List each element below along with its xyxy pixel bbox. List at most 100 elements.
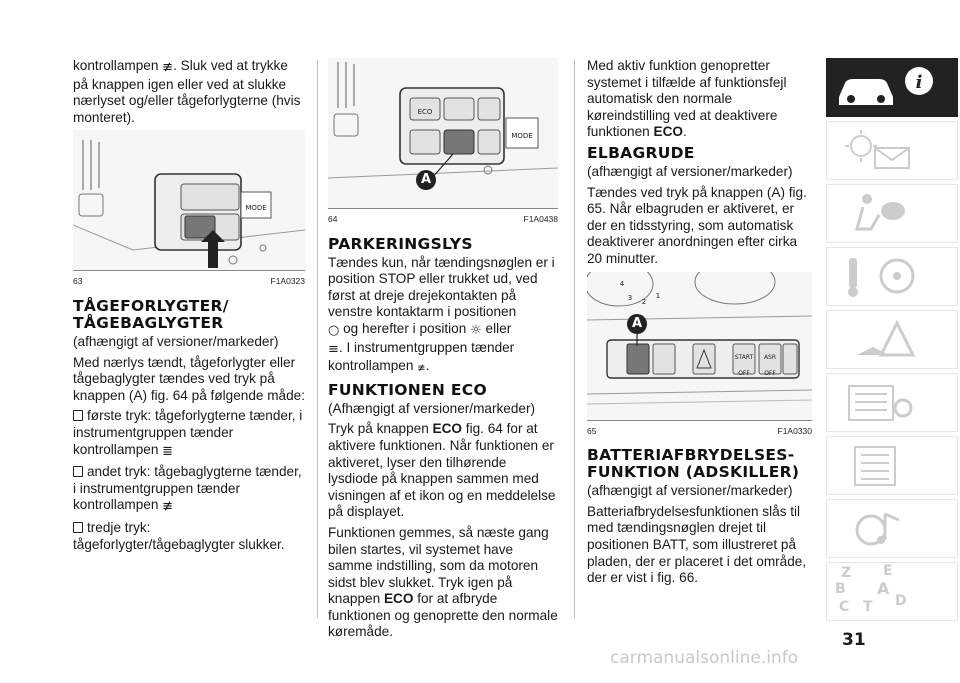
figure-65-start-off-button: START OFF [734, 353, 754, 378]
heading-parking-lights: PARKERINGSLYS [328, 234, 473, 253]
checkbox-bullet-icon [73, 466, 83, 478]
column-middle: ECO MODE A 64 F1A0438 PARKERINGSLYS Tænd… [328, 58, 558, 645]
figure-65-dial-3: 3 [627, 293, 633, 302]
index-letter: Z [841, 565, 852, 581]
eco-continued-paragraph: Med aktiv funktion genopretter systemet … [587, 58, 787, 140]
battery-para-2: Batteriafbrydelsesfunktionen slås til me… [587, 503, 807, 586]
circle-position-icon: ○ [328, 322, 340, 338]
column-left: kontrollampen ≢. Sluk ved at trykke på k… [73, 58, 305, 557]
figure-65: 4 3 2 1 START OFF ASR OFF A [587, 271, 812, 421]
eco-label: ECO [653, 124, 683, 140]
fog-item-1: første tryk: tågeforlygterne tænder, i i… [73, 408, 305, 460]
eco-label: ECO [432, 421, 463, 437]
figure-63-number: 63 [73, 276, 83, 287]
column-divider-2 [574, 60, 575, 618]
tab-technical-data[interactable] [826, 436, 958, 495]
index-letter: T [863, 599, 873, 615]
eco-para-2: Tryk på knappen ECO fig. 64 for at aktiv… [328, 421, 558, 521]
heading-rear-defrost: ELBAGRUDE [587, 143, 695, 162]
figure-65-marker-a: A [627, 313, 647, 334]
index-letter: D [895, 593, 907, 609]
heading-fog-lights: TÅGEFORLYGTER/ TÅGEBAGLYGTER [73, 296, 229, 332]
heading-eco: FUNKTIONEN ECO [328, 380, 487, 399]
figure-63-code: F1A0323 [270, 276, 306, 287]
index-letter: A [877, 579, 890, 598]
index-icon: Z E B A C T D [827, 563, 957, 620]
page-number: 31 [842, 630, 866, 650]
maintenance-icon [848, 385, 913, 421]
parking-text-a: Tændes kun, når tændingsnøglen er i posi… [328, 254, 555, 320]
fog-rear-lamp-icon: ≢ [162, 60, 174, 75]
intro-text-a: kontrollampen [73, 58, 159, 73]
column-divider-1 [317, 60, 318, 618]
tab-starting-driving[interactable] [826, 247, 958, 306]
fog-item-3-text: tredje tryk: tågeforlygter/tågebaglygter… [73, 519, 285, 552]
figure-65-dial-1: 1 [655, 291, 661, 300]
tab-multimedia[interactable] [826, 499, 958, 558]
figure-64-mode-label: MODE [511, 132, 533, 140]
multimedia-icon [855, 512, 900, 546]
hazard-triangle-icon [857, 319, 916, 357]
eco-continued-text: Med aktiv funktion genopretter systemet … [587, 58, 787, 140]
column-right: Med aktiv funktion genopretter systemet … [587, 58, 812, 591]
low-beam-position-icon: ≡ [328, 341, 339, 357]
figure-63-caption: 63 F1A0323 [73, 273, 305, 290]
parking-text-d: . I instrumentgruppen tænder kontrollamp… [328, 339, 515, 374]
svg-text:i: i [916, 72, 923, 93]
checkbox-bullet-icon [73, 410, 83, 422]
eco-para-3: Funktionen gemmes, så næste gang bilen s… [328, 525, 558, 641]
eco-label: ECO [383, 591, 414, 607]
tab-car-info[interactable]: i [826, 58, 958, 117]
figure-65-number: 65 [587, 425, 597, 436]
key-steering-icon [848, 258, 915, 297]
fog-item-1-text: første tryk: tågeforlygterne tænder, i i… [73, 408, 303, 457]
technical-data-icon [854, 446, 896, 486]
figure-63-mode-label: MODE [245, 204, 267, 213]
index-letter: C [839, 599, 850, 615]
battery-para-1: (afhængigt af versioner/markeder) [587, 483, 793, 499]
figure-64-illustration [328, 58, 558, 208]
fog-item-2: andet tryk: tågebaglygterne tænder, i in… [73, 464, 305, 516]
tab-index[interactable]: Z E B A C T D [826, 562, 958, 621]
tab-warning-lights[interactable] [826, 121, 958, 180]
figure-63: MODE [73, 130, 305, 272]
figure-65-illustration [587, 271, 812, 420]
watermark: carmanualsonline.info [610, 648, 799, 668]
tab-safety[interactable] [826, 184, 958, 243]
figure-65-dial-4: 4 [619, 279, 625, 288]
rear-fog-lamp-icon: ≢ [162, 499, 174, 515]
parking-paragraph: Tændes kun, når tændingsnøglen er i posi… [328, 255, 558, 378]
index-letter: B [835, 581, 846, 597]
fog-para-2: Med nærlys tændt, tågeforlygter eller tå… [73, 354, 305, 403]
figure-64-number: 64 [328, 214, 338, 224]
sun-position-icon: ☼ [470, 322, 482, 338]
eco-para-3-a: Funktionen gemmes, så næste gang bilen s… [328, 524, 549, 607]
eco-para-2-b: fig. 64 for at aktivere funktionen. Når … [328, 421, 556, 520]
parking-text-c: eller [485, 320, 512, 336]
front-fog-lamp-icon: ≣ [162, 443, 174, 459]
warning-lights-icon [845, 130, 910, 169]
figure-65-dial-2: 2 [641, 297, 647, 306]
figure-65-code: F1A0330 [777, 425, 813, 436]
defrost-para-1: (afhængigt af versioner/markeder) [587, 163, 793, 179]
airbag-icon [855, 194, 905, 231]
fog-para-1: (afhængigt af versioner/markeder) [73, 333, 279, 349]
figure-64-marker-a: A [416, 170, 436, 190]
figure-64: ECO MODE A [328, 58, 558, 209]
intro-text-b: . Sluk ved at trykke på knappen igen ell… [73, 58, 301, 125]
tab-maintenance[interactable] [826, 373, 958, 432]
fog-item-2-text: andet tryk: tågebaglygterne tænder, i in… [73, 464, 302, 513]
checkbox-bullet-icon [73, 521, 83, 533]
figure-64-code: F1A0438 [523, 214, 559, 224]
fog-item-3: tredje tryk: tågeforlygter/tågebaglygter… [73, 520, 305, 553]
defrost-para-2: Tændes ved tryk på knappen (A) fig. 65. … [587, 184, 807, 266]
figure-63-illustration [73, 130, 305, 271]
index-letter: E [883, 563, 893, 579]
parking-lamp-icon: ≢ [417, 363, 426, 375]
eco-para-1: (Afhængigt af versioner/markeder) [328, 400, 536, 416]
tab-emergency[interactable] [826, 310, 958, 369]
eco-para-2-a: Tryk på knappen [328, 421, 429, 437]
figure-65-caption: 65 F1A0330 [587, 423, 812, 440]
parking-text-b: og herefter i position [343, 320, 467, 336]
heading-battery-disconnect: BATTERIAFBRYDELSES- FUNKTION (ADSKILLER) [587, 446, 800, 482]
